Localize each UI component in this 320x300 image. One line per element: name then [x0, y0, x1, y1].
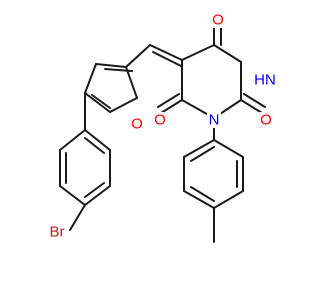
bond: [84, 63, 97, 94]
oxygen-left-text: O: [154, 112, 166, 129]
bond: [213, 139, 244, 158]
bond: [213, 190, 244, 209]
bond: [84, 137, 105, 154]
bond: [84, 182, 105, 198]
nitrogen-label: N: [207, 112, 221, 129]
bond: [59, 185, 86, 206]
bond: [69, 204, 86, 231]
bond: [183, 139, 215, 158]
bond: [125, 66, 138, 99]
bond: [181, 44, 215, 61]
bond: [91, 94, 111, 109]
bond: [152, 51, 182, 67]
bond: [183, 190, 215, 209]
nh-label: HN: [253, 72, 277, 89]
bond: [190, 146, 215, 162]
bond: [109, 97, 138, 113]
bond: [95, 63, 127, 68]
bond: [84, 92, 111, 113]
nitrogen-text: N: [209, 112, 220, 129]
bond: [157, 93, 180, 108]
bond: [160, 99, 183, 114]
oxygen-left-label: O: [153, 112, 167, 129]
bond: [190, 186, 215, 202]
bond: [213, 44, 242, 63]
bond: [84, 129, 111, 151]
bond-layer: [59, 24, 266, 243]
bond: [240, 99, 263, 114]
bond: [149, 44, 183, 61]
bromine-text: Br: [50, 224, 65, 241]
bond: [104, 68, 133, 72]
oxygen-right-label: O: [259, 112, 273, 129]
oxygen-top-label: O: [211, 12, 225, 29]
ring-oxygen-label: O: [130, 116, 144, 133]
bond: [243, 93, 266, 108]
bond: [125, 44, 151, 68]
atom-label-layer: O O HN O N O Br: [45, 12, 277, 241]
bond: [84, 185, 111, 206]
bond: [59, 129, 86, 151]
molecule-structure: O O HN O N O Br: [45, 11, 277, 243]
oxygen-top-text: O: [212, 12, 224, 29]
oxygen-right-text: O: [260, 112, 272, 129]
ring-oxygen-text: O: [131, 116, 143, 133]
bromine-label: Br: [45, 224, 69, 241]
nh-text: HN: [254, 72, 276, 89]
